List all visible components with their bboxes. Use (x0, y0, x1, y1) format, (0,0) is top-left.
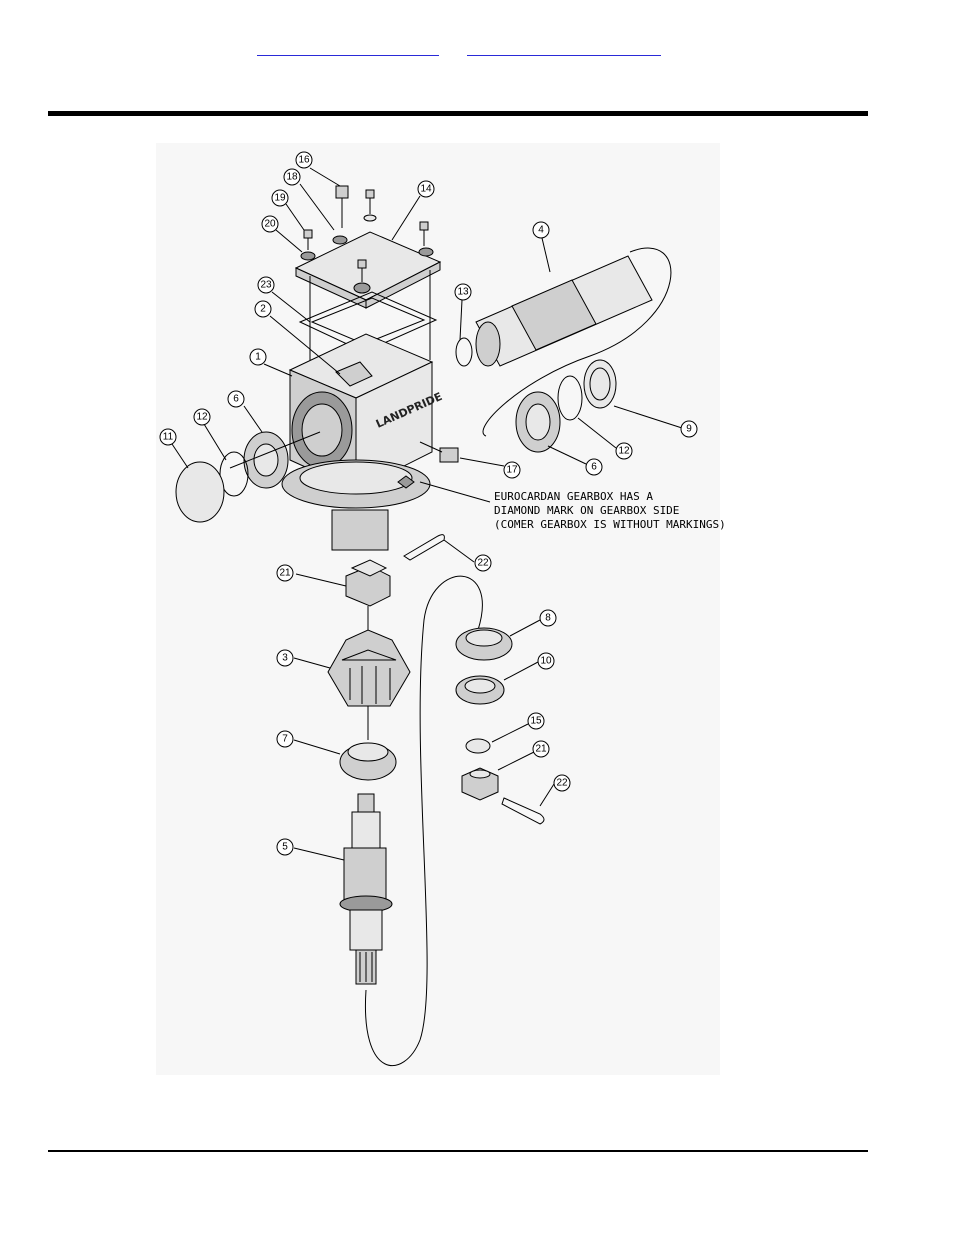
callout-8: 8 (539, 609, 557, 627)
svg-text:9: 9 (686, 424, 692, 435)
callout-14: 14 (417, 180, 435, 198)
callout-23: 23 (257, 276, 275, 294)
callout-18: 18 (283, 168, 301, 186)
callout-22-upper: 22 (474, 554, 492, 572)
svg-text:8: 8 (545, 613, 551, 624)
callout-4: 4 (532, 221, 550, 239)
callout-22-lower: 22 (553, 774, 571, 792)
svg-text:22: 22 (556, 778, 568, 789)
svg-text:12: 12 (196, 412, 208, 423)
callout-13: 13 (454, 283, 472, 301)
seal-lower (455, 675, 505, 705)
input-shaft (475, 255, 653, 367)
callout-leaders (171, 167, 683, 861)
svg-text:23: 23 (260, 280, 272, 291)
snap-ring-right (557, 375, 583, 421)
callout-20: 20 (261, 215, 279, 233)
svg-text:11: 11 (163, 432, 174, 443)
nav-link-1[interactable] (257, 41, 439, 56)
callout-16: 16 (295, 151, 313, 169)
svg-text:1: 1 (255, 352, 261, 363)
vent-fitting (419, 441, 459, 463)
note-line-3: (COMER GEARBOX IS WITHOUT MARKINGS) (494, 518, 726, 531)
callout-15: 15 (527, 712, 545, 730)
svg-text:6: 6 (233, 394, 239, 405)
svg-text:4: 4 (538, 225, 544, 236)
snap-ring (455, 337, 473, 367)
callout-2: 2 (254, 300, 272, 318)
svg-text:2: 2 (260, 304, 266, 315)
svg-text:17: 17 (506, 465, 518, 476)
callout-21-upper: 21 (276, 564, 294, 582)
svg-text:12: 12 (618, 446, 630, 457)
washer (465, 738, 491, 754)
svg-text:20: 20 (264, 219, 276, 230)
svg-text:19: 19 (274, 193, 286, 204)
note-line-1: EUROCARDAN GEARBOX HAS A (494, 490, 653, 503)
seal-right (583, 359, 617, 409)
callout-6-right: 6 (585, 458, 603, 476)
svg-text:18: 18 (286, 172, 298, 183)
bearing-lower (339, 742, 397, 781)
routing-line-right (482, 247, 672, 437)
svg-text:10: 10 (540, 656, 552, 667)
svg-text:7: 7 (282, 734, 288, 745)
svg-text:22: 22 (477, 558, 489, 569)
callout-17: 17 (503, 461, 521, 479)
svg-text:15: 15 (530, 716, 542, 727)
callout-10: 10 (537, 652, 555, 670)
footer-rule (48, 1150, 868, 1152)
castle-nut-lower (461, 767, 499, 801)
end-cap (175, 461, 225, 523)
svg-text:21: 21 (279, 568, 291, 579)
cotter-pin-upper (403, 534, 445, 561)
svg-text:13: 13 (457, 287, 469, 298)
callout-9: 9 (680, 420, 698, 438)
bolts (303, 189, 429, 282)
svg-text:21: 21 (535, 744, 547, 755)
callout-12-right: 12 (615, 442, 633, 460)
callout-7: 7 (276, 730, 294, 748)
callout-19: 19 (271, 189, 289, 207)
callout-1: 1 (249, 348, 267, 366)
gasket (298, 291, 438, 353)
breather-plug (335, 185, 349, 228)
header-rule (48, 111, 868, 116)
castle-nut-upper (345, 559, 391, 607)
svg-text:3: 3 (282, 653, 288, 664)
routing-line-center (364, 575, 483, 1066)
note-line-2: DIAMOND MARK ON GEARBOX SIDE (494, 504, 679, 517)
top-cover (294, 231, 442, 309)
seal-left (243, 431, 289, 489)
callout-11: 11 (159, 428, 177, 446)
svg-text:6: 6 (591, 462, 597, 473)
bearing-right (515, 391, 561, 453)
gearbox-housing: LANDPRIDE (281, 333, 444, 551)
svg-text:16: 16 (298, 155, 310, 166)
callout-6-left: 6 (227, 390, 245, 408)
snap-ring-left (219, 451, 249, 497)
svg-text:14: 14 (420, 184, 432, 195)
callout-3: 3 (276, 649, 294, 667)
bevel-gear (327, 629, 411, 707)
callout-21-lower: 21 (532, 740, 550, 758)
callout-12-left: 12 (193, 408, 211, 426)
callout-5: 5 (276, 838, 294, 856)
bearing-right-lower (455, 627, 513, 661)
cotter-pin-lower (501, 797, 545, 825)
nav-link-2[interactable] (467, 41, 661, 56)
output-shaft (339, 793, 393, 985)
svg-text:5: 5 (282, 842, 288, 853)
